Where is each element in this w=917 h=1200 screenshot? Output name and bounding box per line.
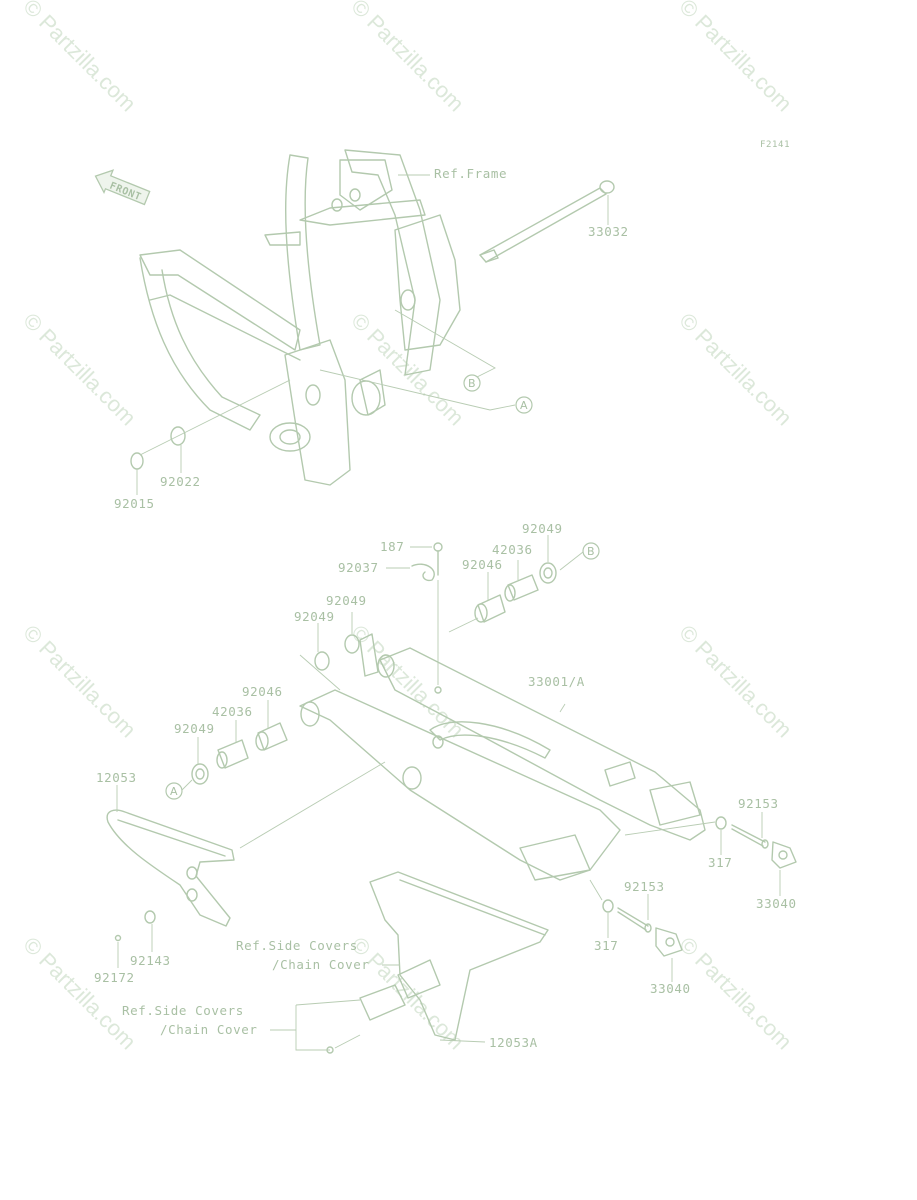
part-12053A: 12053A	[489, 1035, 538, 1050]
part-317-left: 317	[594, 938, 618, 953]
chain-adjuster-right	[624, 812, 797, 896]
front-arrow-icon: FRONT	[94, 169, 151, 206]
screw-92172	[114, 934, 122, 942]
clamp-92037	[411, 563, 435, 582]
swingarm-33001	[299, 647, 706, 881]
lower-pivot-parts	[181, 700, 288, 791]
washer-92143	[144, 910, 156, 924]
part-92022: 92022	[160, 474, 201, 489]
ref-circle-b-label: B	[468, 377, 476, 390]
nut-92015	[130, 452, 144, 470]
ref-chain-cover-2: /Chain Cover	[160, 1022, 258, 1037]
frame-drawing	[139, 149, 461, 486]
bearing-92049-left	[314, 651, 330, 671]
ref-circle-b2	[582, 542, 600, 560]
part-92153-right: 92153	[738, 796, 779, 811]
part-92046-top: 92046	[462, 557, 503, 572]
washer-92022	[170, 426, 186, 446]
watermark: © Partzilla.com	[18, 308, 141, 431]
watermark: © Partzilla.com	[674, 932, 797, 1055]
part-42036-low: 42036	[212, 704, 253, 719]
part-92049-low: 92049	[174, 721, 215, 736]
watermark: © Partzilla.com	[674, 620, 797, 743]
chain-cover-12053A	[326, 871, 549, 1054]
watermark: © Partzilla.com	[674, 0, 797, 116]
watermark: © Partzilla.com	[18, 932, 141, 1055]
part-92037: 92037	[338, 560, 379, 575]
watermarks: © Partzilla.com © Partzilla.com © Partzi…	[18, 0, 797, 1054]
ref-circle-b	[463, 374, 481, 392]
figure-code: F2141	[760, 140, 790, 150]
ref-frame-label: Ref.Frame	[434, 166, 507, 181]
part-33040-left: 33040	[650, 981, 691, 996]
screw-187	[410, 542, 443, 576]
part-187: 187	[380, 539, 404, 554]
part-92172: 92172	[94, 970, 135, 985]
ref-side-covers-2: Ref.Side Covers	[122, 1003, 244, 1018]
part-92049-left: 92049	[294, 609, 335, 624]
part-92143: 92143	[130, 953, 171, 968]
part-317-right: 317	[708, 855, 732, 870]
watermark: © Partzilla.com	[674, 308, 797, 431]
ref-side-covers-1: Ref.Side Covers	[236, 938, 358, 953]
part-92015: 92015	[114, 496, 155, 511]
ref-circle-b2-label: B	[587, 545, 595, 558]
part-33032: 33032	[588, 224, 629, 239]
part-92153-left: 92153	[624, 879, 665, 894]
pivot-shaft-33032	[479, 180, 615, 263]
watermark: © Partzilla.com	[18, 0, 141, 116]
bearing-92049-mid	[344, 634, 360, 654]
part-92049-mid: 92049	[326, 593, 367, 608]
chain-guide-12053	[106, 761, 386, 927]
watermark: © Partzilla.com	[346, 932, 469, 1055]
part-33040-right: 33040	[756, 896, 797, 911]
upper-pivot-parts	[448, 535, 584, 633]
ref-circle-a2	[165, 782, 183, 800]
ref-chain-cover-1: /Chain Cover	[272, 957, 370, 972]
ref-circle-a2-label: A	[170, 785, 178, 798]
ref-circle-a-label: A	[520, 399, 528, 412]
part-12053: 12053	[96, 770, 137, 785]
chain-adjuster-left	[589, 879, 683, 982]
part-42036-top: 42036	[492, 542, 533, 557]
part-92046-low: 92046	[242, 684, 283, 699]
part-33001: 33001/A	[528, 674, 585, 689]
part-92049-top: 92049	[522, 521, 563, 536]
watermark: © Partzilla.com	[346, 0, 469, 116]
watermark: © Partzilla.com	[18, 620, 141, 743]
ref-circle-a	[515, 396, 533, 414]
